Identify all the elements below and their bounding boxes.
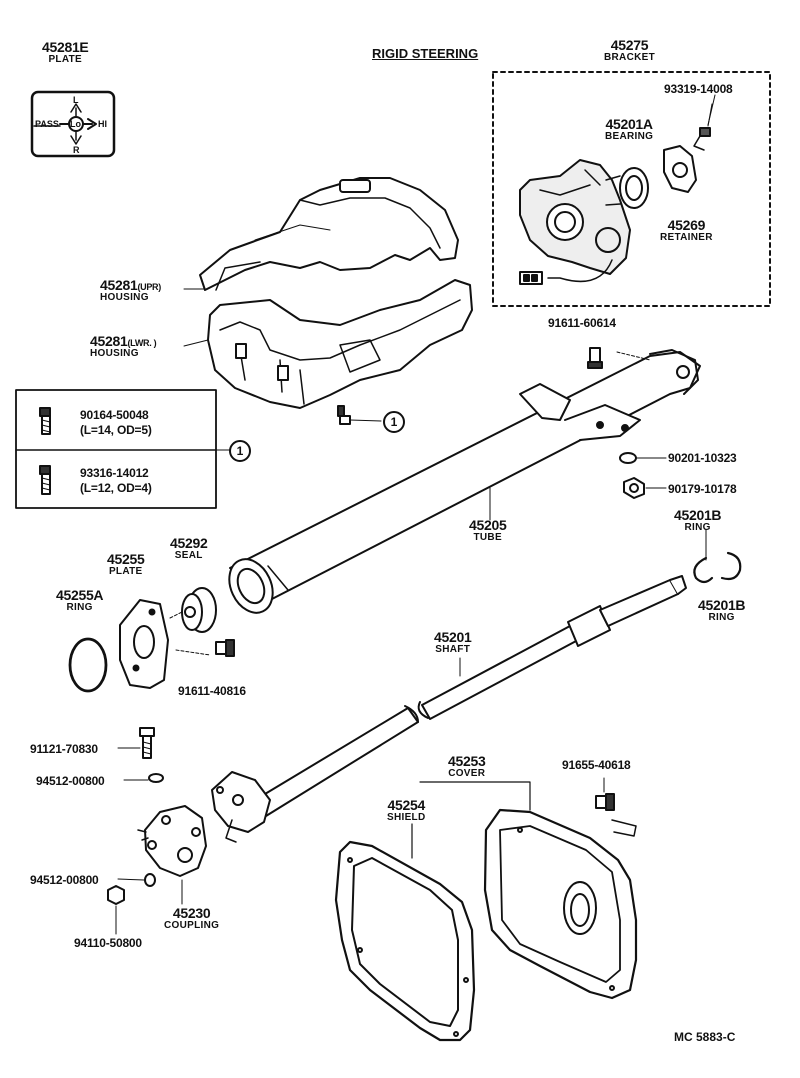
leader-91611-60614 <box>616 351 651 361</box>
bearing-45201a-drawing <box>605 167 649 209</box>
label-91611-40816: 91611-40816 <box>178 684 246 698</box>
housing-upper-drawing <box>199 177 459 291</box>
shaft-45201-upper-drawing <box>417 575 687 720</box>
label-94110: 94110-50800 <box>74 936 142 950</box>
label-94512-upper: 94512-00800 <box>36 774 105 788</box>
screw-91611-40816-drawing <box>215 639 235 657</box>
screw-91611-60614-drawing <box>587 347 603 369</box>
housing-lower-drawing <box>207 279 473 409</box>
screw-callout-1-drawing <box>337 405 382 425</box>
bracket-45275-drawing <box>519 159 631 285</box>
screw-90164-drawing <box>39 407 51 435</box>
plate-r-text: R <box>73 145 80 155</box>
cover-45253-drawing <box>483 808 638 1000</box>
plate-hi-text: HI <box>98 119 107 129</box>
note-93316: (L=12, OD=4) <box>80 481 152 495</box>
label-91121: 91121-70830 <box>30 742 98 756</box>
ring-45255a-drawing <box>68 637 108 693</box>
label-93319: 93319-14008 <box>664 82 733 96</box>
washer-90201-drawing <box>619 452 637 464</box>
callout-1-screw: 1 <box>383 411 405 433</box>
washer-94512-lower-drawing <box>144 873 156 887</box>
nut-94110-drawing <box>107 885 125 905</box>
diagram-code: MC 5883-C <box>674 1030 736 1044</box>
seal-45292-drawing <box>181 587 217 633</box>
plate-pass-text: PASS <box>35 119 59 129</box>
leader-cover-shield <box>411 781 531 859</box>
plate-l-text: L <box>73 95 79 105</box>
coupling-45230-drawing <box>137 805 207 877</box>
washer-94512-upper-drawing <box>148 773 164 783</box>
bracket-group-box <box>492 71 771 307</box>
shield-45254-drawing <box>334 840 476 1042</box>
bolt-table-box <box>15 389 231 509</box>
snap-ring-45201b-upper <box>693 556 714 584</box>
label-housing-lower: 45281(LWR. )HOUSING <box>90 333 157 359</box>
tube-45205-drawing <box>228 349 701 614</box>
screw-93316-drawing <box>39 465 51 495</box>
leader-seal-plate <box>169 611 211 656</box>
label-91611-60614: 91611-60614 <box>548 316 616 330</box>
plate-45255-drawing <box>119 599 169 689</box>
label-90201: 90201-10323 <box>668 451 737 465</box>
label-94512-lower: 94512-00800 <box>30 873 99 887</box>
plate-lo-text: Lo <box>70 119 81 129</box>
callout-1-table: 1 <box>229 440 251 462</box>
leader-93319 <box>707 94 716 126</box>
yoke-drawing <box>211 771 271 843</box>
leader-94512-lower <box>117 878 145 881</box>
retainer-45269-drawing <box>663 145 697 193</box>
diagram-title: RIGID STEERING <box>372 46 479 61</box>
screw-91655-drawing <box>595 793 615 811</box>
plate-45281e-drawing <box>30 90 116 158</box>
snap-ring-45201b-lower <box>720 551 742 581</box>
label-90179: 90179-10178 <box>668 482 737 496</box>
bolt-91121-drawing <box>139 727 155 759</box>
label-93316: 93316-14012 <box>80 466 149 480</box>
label-housing-upper: 45281(UPR)HOUSING <box>100 277 161 303</box>
label-91655: 91655-40618 <box>562 758 631 772</box>
leader-housing-lower <box>183 339 209 347</box>
screw-93319-drawing <box>693 103 713 151</box>
nut-90179-drawing <box>623 477 645 499</box>
label-90164: 90164-50048 <box>80 408 149 422</box>
note-90164: (L=14, OD=5) <box>80 423 152 437</box>
